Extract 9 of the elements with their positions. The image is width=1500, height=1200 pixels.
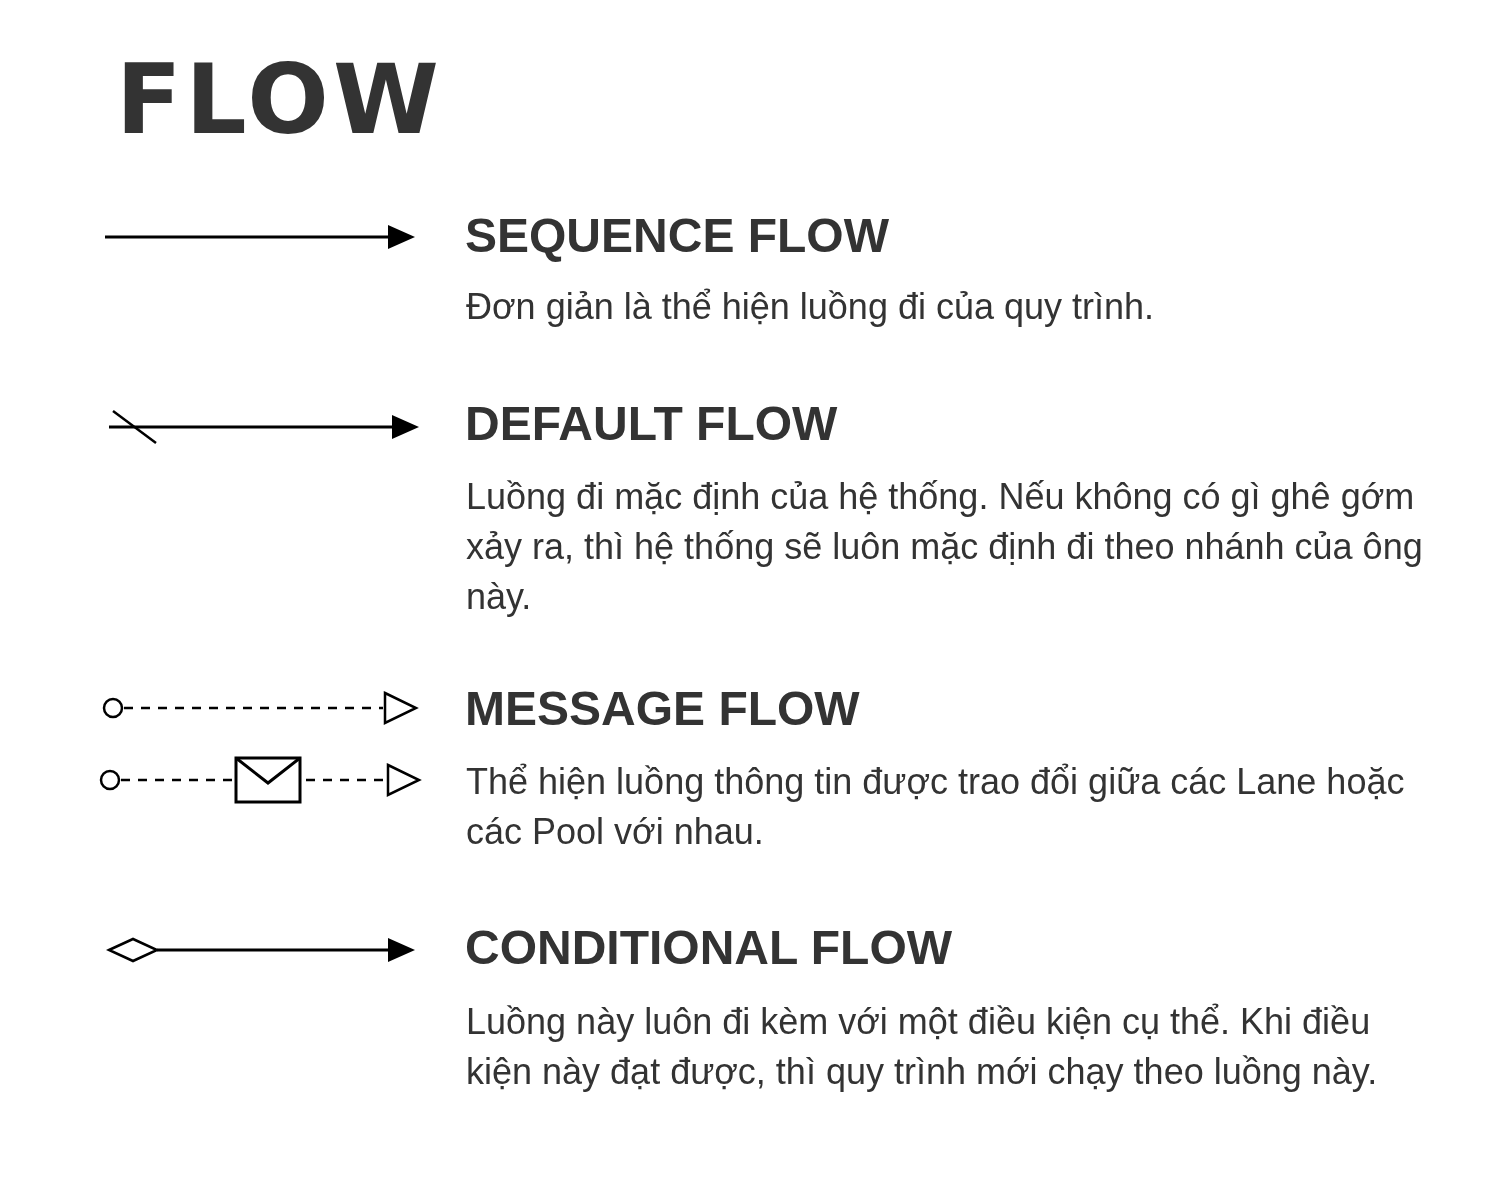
description-text: Đơn giản là thể hiện luồng đi của quy trình. bbox=[466, 285, 1156, 329]
legend-heading: SEQUENCE FLOW bbox=[465, 208, 889, 264]
description-text: Luồng này luôn đi kèm với một điều kiện cụ thể. Khi điều kiện này đạt được, thì quy trình mới chạy theo luồng này. bbox=[466, 1000, 1379, 1094]
description-text: Thể hiện luồng thông tin được trao đổi giữa các Lane hoặc các Pool với nhau. bbox=[466, 760, 1406, 854]
legend-heading: MESSAGE FLOW bbox=[465, 681, 860, 737]
title: FLOW bbox=[116, 48, 443, 154]
description-text: Luồng đi mặc định của hệ thống. Nếu không có gì ghê gớm xảy ra, thì hệ thống sẽ luôn mặc định đi theo nhánh của ông này. bbox=[466, 475, 1424, 619]
legend-heading: CONDITIONAL FLOW bbox=[465, 920, 953, 976]
legend-heading: DEFAULT FLOW bbox=[465, 396, 838, 452]
